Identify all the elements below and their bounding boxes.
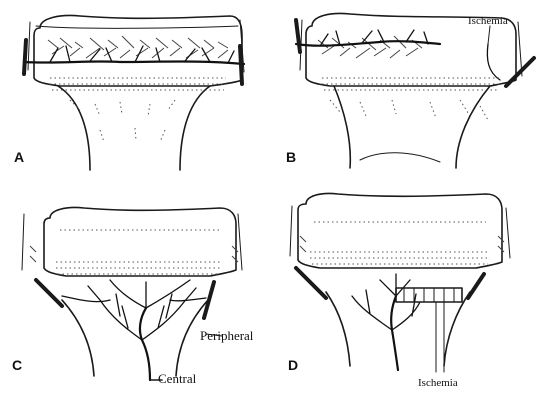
- panel-a-label: A: [14, 149, 24, 165]
- panel-d-metaphysis: [326, 292, 470, 366]
- panel-c-peripheral-label: Peripheral: [200, 328, 254, 343]
- panel-c-central-label: Central: [158, 371, 197, 386]
- panel-c-metaphysis: [62, 300, 208, 376]
- panel-b: Ischemia B: [286, 14, 534, 169]
- panel-c-epiphysis: [44, 207, 236, 276]
- panel-a: A: [14, 16, 244, 171]
- panel-d-label: D: [288, 357, 298, 373]
- panel-c-label: C: [12, 357, 22, 373]
- panel-d-ischemia-label: Ischemia: [418, 377, 458, 389]
- panel-d-epiphysis: [298, 193, 502, 268]
- panel-a-epiphysis: [34, 16, 242, 87]
- panel-c: Peripheral Central C: [12, 207, 254, 386]
- panel-b-label: B: [286, 149, 296, 165]
- panel-b-ischemia-label: Ischemia: [468, 15, 508, 27]
- panel-d: Ischemia D: [288, 193, 510, 389]
- panel-b-metaphysis: [334, 86, 490, 168]
- panel-a-metaphysis: [58, 86, 210, 170]
